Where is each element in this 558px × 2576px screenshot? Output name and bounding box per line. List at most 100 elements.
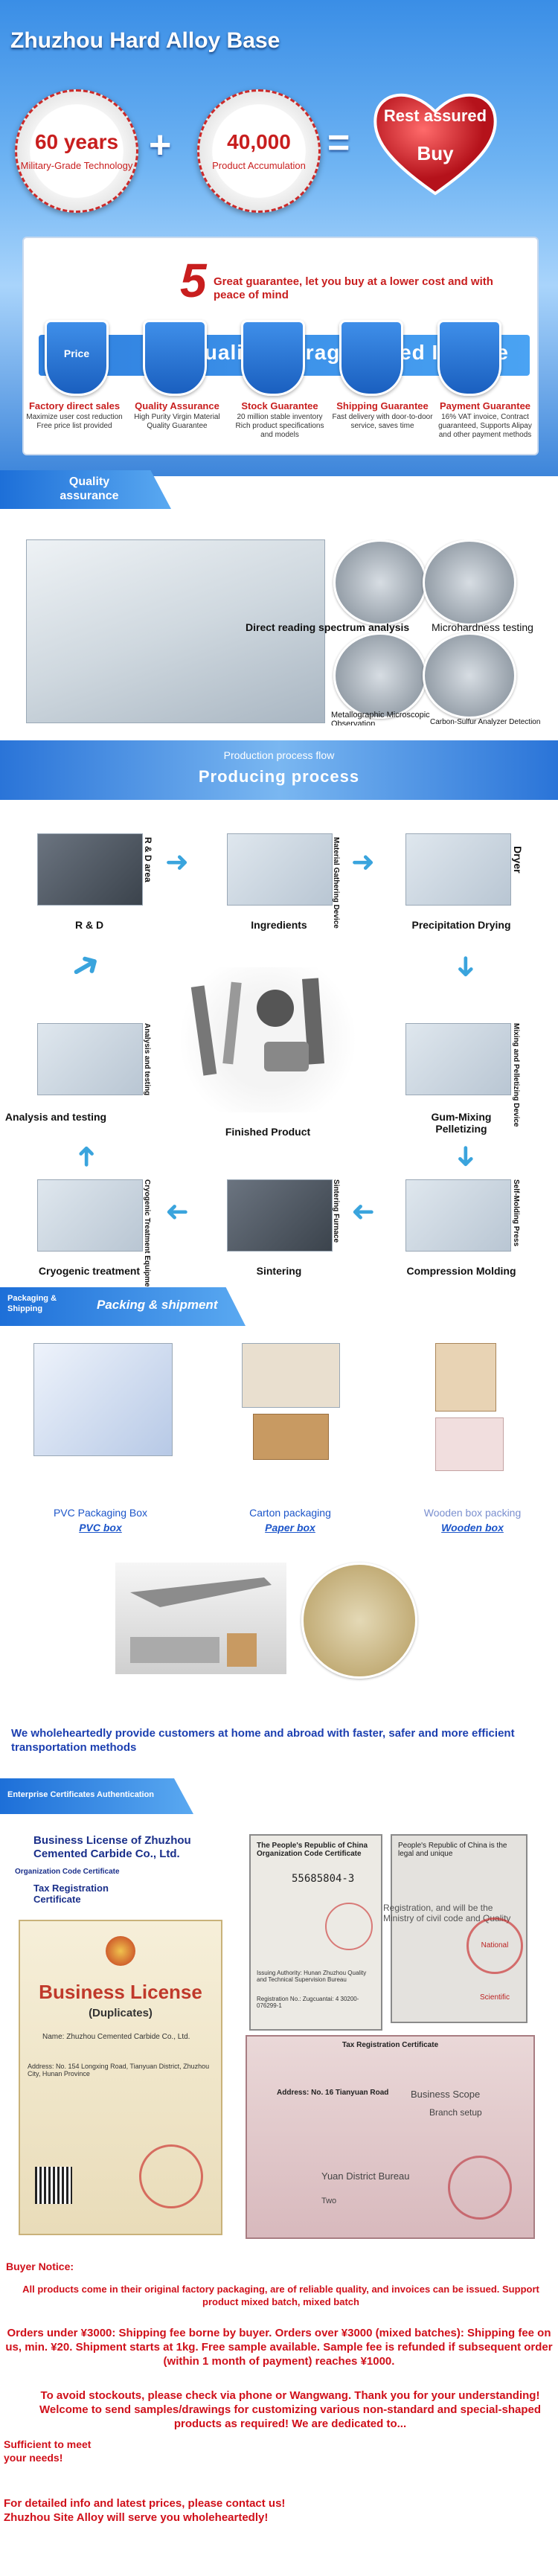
- sintering-photo: [227, 1179, 333, 1252]
- shield-label: Price: [63, 347, 90, 359]
- process-banner: Production process flow Producing proces…: [0, 740, 558, 800]
- airplane-icon: [130, 1577, 272, 1667]
- seal-40000-label: Product Accumulation: [212, 160, 306, 171]
- guarantee-col-desc: 16% VAT invoice, Contract guaranteed, Su…: [438, 413, 532, 439]
- process-title: Producing process: [198, 767, 360, 786]
- guarantee-col-title: Factory direct sales: [28, 400, 121, 411]
- tax-two: Two: [321, 2197, 337, 2205]
- spectrum-analysis-photo: [333, 539, 427, 626]
- carton-boxes-photo: [253, 1414, 329, 1460]
- notice-title: Buyer Notice:: [6, 2261, 74, 2272]
- press-photo: [405, 1179, 511, 1252]
- ingredients-photo: [227, 833, 333, 906]
- rest-assured-heart-icon: Rest assured Buy: [372, 86, 498, 197]
- arrow-down-icon: ➜: [449, 955, 481, 978]
- seal-60-years-label: Military-Grade Technology: [20, 160, 133, 171]
- mixing-photo: [405, 1023, 511, 1095]
- arrow-right-icon: ➜: [351, 847, 375, 878]
- guarantee-col: Stock Guarantee 20 million stable invent…: [229, 400, 330, 440]
- emblem-icon: [106, 1936, 135, 1966]
- bl-heading: Business License: [39, 1981, 202, 2003]
- org-cert-reg: Registration No.: Zugcuantai: 4 30200-07…: [257, 1996, 359, 2009]
- buyer-notice: Buyer Notice: All products come in their…: [0, 2255, 558, 2576]
- notice-line4: Sufficient to meet your needs!: [4, 2438, 92, 2464]
- step-finished-product: Finished Product: [225, 1126, 311, 1138]
- tax-scope: Business Scope: [411, 2089, 481, 2100]
- step-gum-mixing: Gum-Mixing Pelletizing: [431, 1111, 492, 1135]
- step-cryogenic: Cryogenic treatment: [38, 1265, 141, 1277]
- guarantee-panel: 5 Great guarantee, let you buy at a lowe…: [22, 237, 539, 455]
- guarantee-col: Shipping Guarantee Fast delivery with do…: [332, 400, 433, 431]
- tax-bureau: Yuan District Bureau: [321, 2170, 410, 2182]
- shipping-statement: We wholeheartedly provide customers at h…: [11, 1727, 515, 1754]
- heart-line2: Buy: [417, 142, 454, 164]
- equals-sign: =: [327, 121, 350, 164]
- guarantee-col-desc: Fast delivery with door-to-door service,…: [332, 413, 433, 430]
- analysis-photo: [37, 1023, 143, 1095]
- cryogenic-photo: [37, 1179, 143, 1252]
- pvc-label: PVC Packaging Box: [53, 1507, 148, 1519]
- bl-name: Name: Zhuzhou Cemented Carbide Co., Ltd.: [42, 2033, 190, 2041]
- process-subtitle: Production process flow: [223, 749, 335, 761]
- step-ingredients: Ingredients: [251, 919, 307, 931]
- shipping-vehicles-photo: [115, 1563, 286, 1674]
- step-precipitation-drying: Precipitation Drying: [411, 919, 511, 931]
- quality-tab-label: Quality assurance: [60, 475, 119, 502]
- guarantee-col-desc: 20 million stable inventory Rich product…: [235, 413, 324, 439]
- step-analysis: Analysis and testing: [4, 1111, 107, 1123]
- org-cert-code: 55685804-3: [292, 1873, 355, 1885]
- tax-cert-address: Address: No. 16 Tianyuan Road: [277, 2089, 389, 2097]
- products-circle-photo: [301, 1563, 417, 1679]
- pvc-sub: PVC box: [79, 1522, 122, 1534]
- cert-right-top: People's Republic of China is the legal …: [398, 1842, 507, 1858]
- mixing-side-label: Mixing and Pelletizing Device: [512, 1023, 520, 1127]
- guarantee-col-title: Quality Assurance: [135, 400, 219, 411]
- step-compression-molding: Compression Molding: [406, 1265, 516, 1277]
- bl-dup: (Duplicates): [89, 2007, 153, 2019]
- finished-product-photo: [175, 967, 361, 1112]
- seal-60-years-value: 60 years: [34, 130, 119, 153]
- wooden-sub: Wooden box: [441, 1522, 504, 1534]
- press-side-label: Self-Molding Press: [512, 1179, 520, 1247]
- hero-title: Zhuzhou Hard Alloy Base: [10, 28, 280, 53]
- tool-bar: [190, 985, 217, 1076]
- dryer-photo: [405, 833, 511, 906]
- tool-bar: [222, 981, 242, 1065]
- arrow-left-icon: ➜: [351, 1196, 375, 1228]
- pvc-box-photo: [33, 1343, 173, 1456]
- tax-label: Tax Registration Certificate: [33, 1883, 109, 1905]
- rd-photo: [37, 833, 143, 906]
- seal-40000: 40,000 Product Accumulation: [197, 89, 321, 213]
- caption-carbon-sulfur: Carbon-Sulfur Analyzer Detection: [430, 718, 541, 725]
- certs-section: Business License of Zhuzhou Cemented Car…: [0, 1823, 558, 2255]
- notice-line3: To avoid stockouts, please check via pho…: [39, 2389, 542, 2430]
- org-cert-title: The People's Republic of China Organizat…: [257, 1842, 368, 1858]
- guarantee-col: Factory direct sales Maximize user cost …: [24, 400, 125, 431]
- guarantee-col-desc: Maximize user cost reduction Free price …: [26, 413, 123, 430]
- qr-code-icon: [35, 2167, 72, 2204]
- notice-line1: All products come in their original fact…: [22, 2284, 539, 2307]
- shield-icon: [339, 320, 403, 396]
- tool-block: [264, 1042, 309, 1071]
- quality-section: Direct reading spectrum analysis Microha…: [0, 539, 558, 725]
- cert-right-mid: Registration, and will be the Ministry o…: [383, 1903, 511, 1923]
- notice-line2: Orders under ¥3000: Shipping fee borne b…: [5, 2327, 553, 2368]
- guarantee-col: Quality Assurance High Purity Virgin Mat…: [126, 400, 228, 431]
- tax-branch: Branch setup: [429, 2107, 482, 2118]
- curved-arrow-icon: ➜: [62, 941, 109, 991]
- guarantee-col-title: Shipping Guarantee: [336, 400, 429, 411]
- caption-microhardness: Microhardness testing: [432, 621, 533, 633]
- red-seal-stamp: [325, 1903, 373, 1950]
- ingredients-side-label: Material Gathering Device: [332, 837, 340, 929]
- guarantee-headline: Great guarantee, let you buy at a lower …: [214, 275, 493, 301]
- carbon-sulfur-photo: [423, 632, 516, 719]
- guarantee-number: 5: [180, 254, 207, 307]
- packing-tab: Packaging & Shipping Packing & shipment: [0, 1287, 246, 1326]
- metallographic-photo: [333, 632, 427, 719]
- hero-banner: Zhuzhou Hard Alloy Base 60 years Militar…: [0, 0, 558, 476]
- process-flow: R & D area ➜ Material Gathering Device ➜…: [0, 800, 558, 1336]
- wooden-label: Wooden box packing: [423, 1507, 522, 1519]
- arrow-up-icon: ➜: [70, 1144, 102, 1168]
- dryer-side-label: Dryer: [512, 846, 524, 874]
- org-cert-copy-doc: People's Republic of China is the legal …: [383, 1834, 527, 2023]
